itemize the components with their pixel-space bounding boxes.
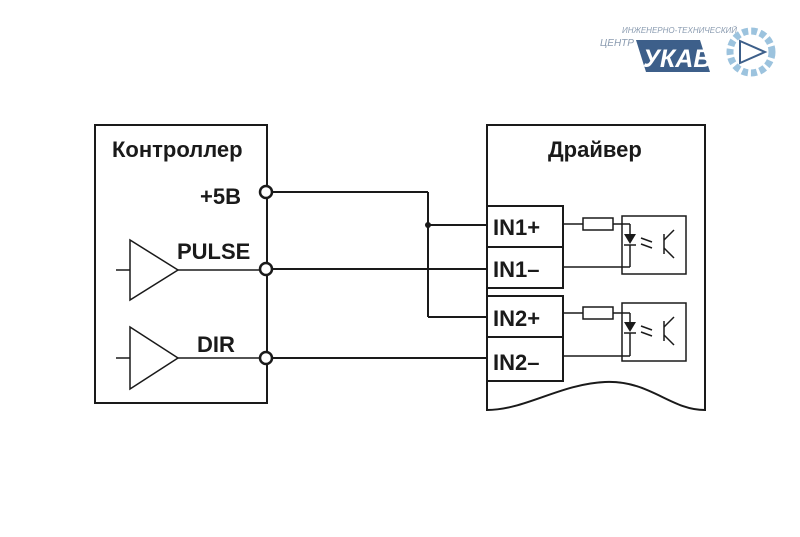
input-label-in2m: IN2– bbox=[493, 350, 539, 375]
dir-amplifier-symbol bbox=[116, 325, 262, 391]
opto-box-2 bbox=[621, 302, 687, 362]
pulse-amplifier-symbol bbox=[116, 238, 262, 302]
driver-title: Драйвер bbox=[548, 137, 642, 162]
terminal-5v bbox=[258, 184, 274, 200]
led-icon bbox=[624, 234, 636, 244]
driver-box bbox=[486, 124, 706, 412]
logo-gear-icon bbox=[726, 27, 776, 77]
pin-label-pulse: PULSE bbox=[177, 239, 250, 264]
input-label-in2p: IN2+ bbox=[493, 306, 540, 331]
controller-box bbox=[94, 124, 268, 404]
optocoupler-2 bbox=[563, 302, 687, 362]
logo-center-word: ЦЕНТР bbox=[600, 38, 634, 49]
wire-5v bbox=[272, 191, 487, 318]
logo-play-icon bbox=[739, 39, 768, 65]
optocoupler-1 bbox=[563, 215, 687, 275]
logo-swoosh bbox=[636, 40, 710, 72]
junction-dot bbox=[425, 222, 431, 228]
opto-box-1 bbox=[621, 215, 687, 275]
resistor-2 bbox=[582, 306, 614, 320]
terminal-dir bbox=[258, 350, 274, 366]
ukavt-logo: ИНЖЕНЕРНО-ТЕХНИЧЕСКИЙ ЦЕНТР УКАВТ bbox=[600, 26, 776, 77]
terminal-pulse bbox=[258, 261, 274, 277]
pin-label-dir: DIR bbox=[197, 332, 235, 357]
input-label-in1p: IN1+ bbox=[493, 215, 540, 240]
led-icon bbox=[624, 322, 636, 332]
pin-label-5v: +5В bbox=[200, 184, 241, 209]
logo-caption: ИНЖЕНЕРНО-ТЕХНИЧЕСКИЙ bbox=[622, 26, 737, 35]
controller-title: Контроллер bbox=[112, 137, 243, 162]
resistor-1 bbox=[582, 217, 614, 231]
input-label-in1m: IN1– bbox=[493, 257, 539, 282]
logo-brand: УКАВТ bbox=[643, 45, 728, 73]
